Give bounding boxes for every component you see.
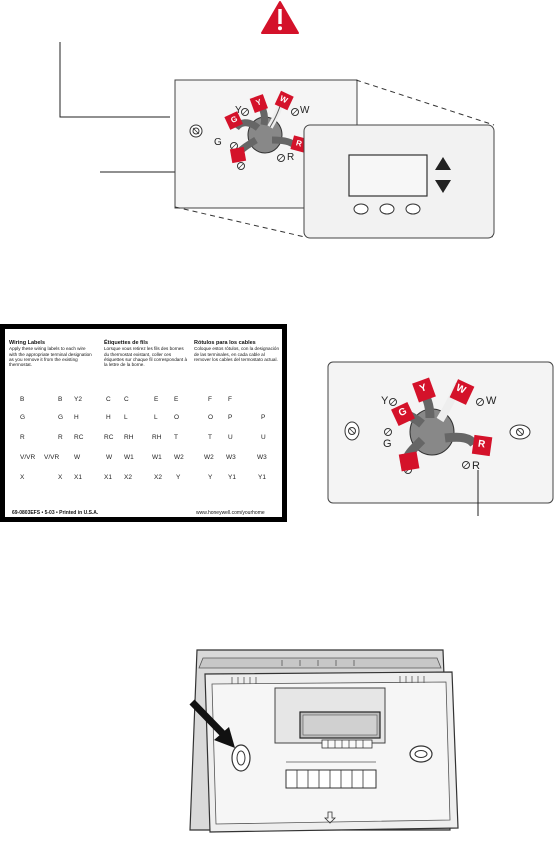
terminal-label-g: G (214, 137, 222, 148)
label-cell: L (154, 414, 158, 421)
terminal-block (285, 769, 377, 789)
wire-tag-g (224, 111, 243, 130)
label-cell: E (154, 396, 159, 403)
label-cell: U (228, 434, 233, 441)
label-cell: X2 (124, 474, 132, 481)
terminal-label-w: W (486, 395, 497, 407)
label-cell: C (124, 396, 129, 403)
wire-tag-blank (398, 451, 420, 472)
terminal-label-g: G (383, 438, 392, 450)
label-cell: R (20, 434, 25, 441)
label-title-es: Rótulos para los cables (194, 340, 256, 346)
wire-tag-blank (229, 146, 247, 164)
label-text-fr: Lorsque vous retirez les fils des bornes… (104, 346, 187, 368)
label-cell: H (74, 414, 79, 421)
label-cell: P (261, 414, 266, 421)
thermostat-button-1 (353, 203, 369, 215)
label-cell: X1 (104, 474, 112, 481)
wire-tag-r (471, 434, 493, 457)
wire-tag-y (412, 377, 436, 403)
label-text-es: Coloque estos rótulos, con la designació… (194, 346, 280, 362)
label-cell: B (20, 396, 25, 403)
terminal-label-y: Y (235, 105, 242, 116)
wire-tag-g (391, 402, 415, 426)
label-cell: L (124, 414, 128, 421)
label-cell: B (58, 396, 63, 403)
label-cell: RH (124, 434, 134, 441)
label-cell: G (58, 414, 64, 421)
label-cell: W1 (124, 454, 134, 461)
label-cell: RC (74, 434, 84, 441)
wire-tag-w (274, 90, 294, 111)
label-cell: G (20, 414, 26, 421)
label-cell: RH (152, 434, 162, 441)
label-cell: X1 (74, 474, 82, 481)
terminal-label-r: R (287, 152, 295, 163)
thermostat-button-2 (379, 203, 395, 215)
pointer-arrow-shaft (189, 699, 229, 740)
label-cell: R (58, 434, 63, 441)
label-cell: O (174, 414, 180, 421)
label-text-en: Apply these wiring labels to each wire w… (9, 346, 92, 368)
up-arrow-icon (435, 157, 451, 170)
label-title-fr: Étiquettes de fils (104, 340, 149, 346)
label-sheet-part-number: 69-0803EFS • 5-03 • Printed in U.S.A. (12, 510, 99, 516)
label-cell: Y2 (74, 396, 82, 403)
label-cell: V/VR (20, 454, 36, 461)
label-sheet-url: www.honeywell.com/yourhome (196, 510, 265, 516)
label-cell: W2 (204, 454, 214, 461)
label-cell: Y1 (258, 474, 266, 481)
label-cell: Y1 (228, 474, 236, 481)
label-cell: C (106, 396, 111, 403)
terminal-label-y: Y (381, 395, 389, 407)
label-cell: X (20, 474, 25, 481)
pointer-arrow-icon (214, 727, 235, 748)
label-cell: W2 (174, 454, 184, 461)
label-cell: E (174, 396, 179, 403)
label-title-en: Wiring Labels (9, 340, 46, 346)
label-column-fr: Étiquettes de fils Lorsque vous retirez … (104, 340, 189, 367)
label-cell: F (208, 396, 212, 403)
label-cell: W1 (152, 454, 162, 461)
down-arrow-icon (324, 811, 336, 824)
label-cell: P (228, 414, 233, 421)
thermostat-button-3 (405, 203, 421, 215)
label-column-es: Rótulos para los cables Coloque estos ró… (194, 340, 282, 362)
label-cell: RC (104, 434, 114, 441)
callout-line-1 (59, 42, 170, 118)
wire-tag-w (449, 379, 475, 405)
terminal-label-r: R (472, 460, 480, 472)
label-cell: Y (208, 474, 213, 481)
label-cell: T (208, 434, 212, 441)
thermostat-display (348, 154, 428, 197)
label-cell: H (106, 414, 111, 421)
label-cell: X2 (154, 474, 162, 481)
label-cell: W3 (257, 454, 267, 461)
label-cell: W (106, 454, 113, 461)
terminal-label-w: W (300, 105, 310, 116)
wire-tag-y (249, 94, 268, 113)
label-cell: V/VR (44, 454, 60, 461)
wire-tag-r (290, 135, 308, 153)
wiring-label-sheet (0, 324, 287, 522)
label-cell: W (74, 454, 81, 461)
down-arrow-icon (435, 180, 451, 193)
label-cell: Y (176, 474, 181, 481)
label-cell: X (58, 474, 63, 481)
label-cell: W3 (226, 454, 236, 461)
label-cell: F (228, 396, 232, 403)
label-cell: O (208, 414, 214, 421)
label-column-en: Wiring Labels Apply these wiring labels … (9, 340, 95, 367)
label-cell: U (261, 434, 266, 441)
label-cell: T (174, 434, 178, 441)
